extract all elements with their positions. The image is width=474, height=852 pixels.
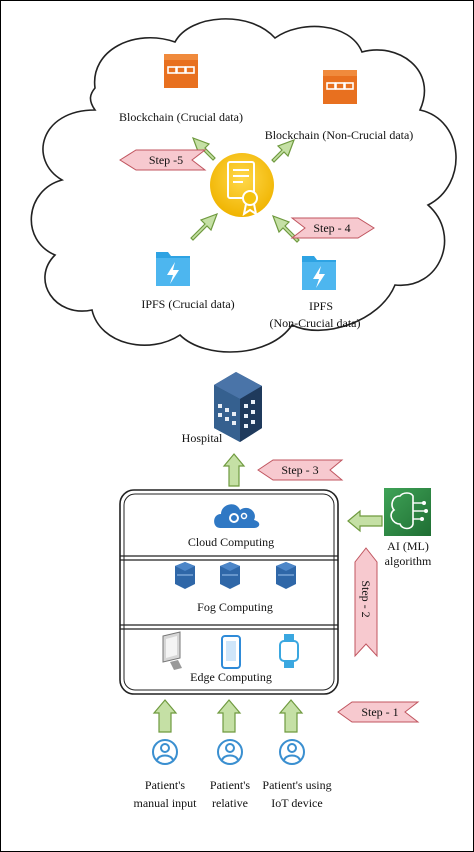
step-4-arrow <box>290 217 375 239</box>
patient-manual-label-line2: manual input <box>133 796 197 810</box>
arrow-ai-to-cloud <box>347 509 383 533</box>
step-2-label: Step - 2 <box>359 580 373 618</box>
blockchain-noncrucial-icon <box>323 70 357 104</box>
hospital-building-icon <box>214 372 262 442</box>
fog-server-icon <box>220 562 240 589</box>
ipfs-noncrucial-label-line2: (Non-Crucial data) <box>269 316 361 330</box>
phone-icon <box>221 635 241 669</box>
ai-brain-icon <box>384 488 431 536</box>
ipfs-crucial-icon <box>156 252 190 286</box>
patient-iot-label-line1: Patient's using <box>262 778 332 792</box>
person-icon <box>217 739 243 765</box>
ipfs-noncrucial-label-line1: IPFS <box>308 299 334 313</box>
patient-arrows <box>152 699 304 733</box>
blockchain-noncrucial-label: Blockchain (Non-Crucial data) <box>264 128 414 142</box>
smartwatch-icon <box>279 634 299 668</box>
edge-computing-label: Edge Computing <box>190 670 272 684</box>
step-4-label: Step - 4 <box>313 221 351 235</box>
monitor-icon <box>162 631 182 670</box>
person-icon <box>279 739 305 765</box>
cloud-gear-icon <box>214 504 260 528</box>
cloud-computing-label: Cloud Computing <box>187 535 275 549</box>
fog-server-icon <box>175 562 195 589</box>
ipfs-crucial-label: IPFS (Crucial data) <box>141 297 235 311</box>
step-1-arrow <box>337 701 420 723</box>
step-5-arrow <box>119 149 207 171</box>
fog-server-icon <box>276 562 296 589</box>
patient-manual-label-line1: Patient's <box>144 778 186 792</box>
fog-computing-label: Fog Computing <box>197 600 273 614</box>
ai-label-line2: algorithm <box>384 554 432 568</box>
hospital-label: Hospital <box>181 431 223 445</box>
step-3-arrow <box>257 459 344 481</box>
ai-label-line1: AI (ML) <box>387 539 429 553</box>
step-3-label: Step - 3 <box>281 463 319 477</box>
step-2-arrow <box>354 547 378 658</box>
blockchain-crucial-label: Blockchain (Crucial data) <box>119 110 243 124</box>
patient-iot-label-line2: IoT device <box>271 796 323 810</box>
patient-relative-label-line2: relative <box>212 796 248 810</box>
patient-relative-label-line1: Patient's <box>209 778 251 792</box>
arrow-to-hospital <box>222 453 246 487</box>
person-icon <box>152 739 178 765</box>
blockchain-crucial-icon <box>164 54 198 88</box>
ipfs-noncrucial-icon <box>302 256 336 290</box>
smart-contract-certificate-icon <box>210 153 274 217</box>
cloud-arrows <box>190 136 300 243</box>
step-1-label: Step - 1 <box>361 705 399 719</box>
step-5-label: Step -5 <box>148 153 184 167</box>
